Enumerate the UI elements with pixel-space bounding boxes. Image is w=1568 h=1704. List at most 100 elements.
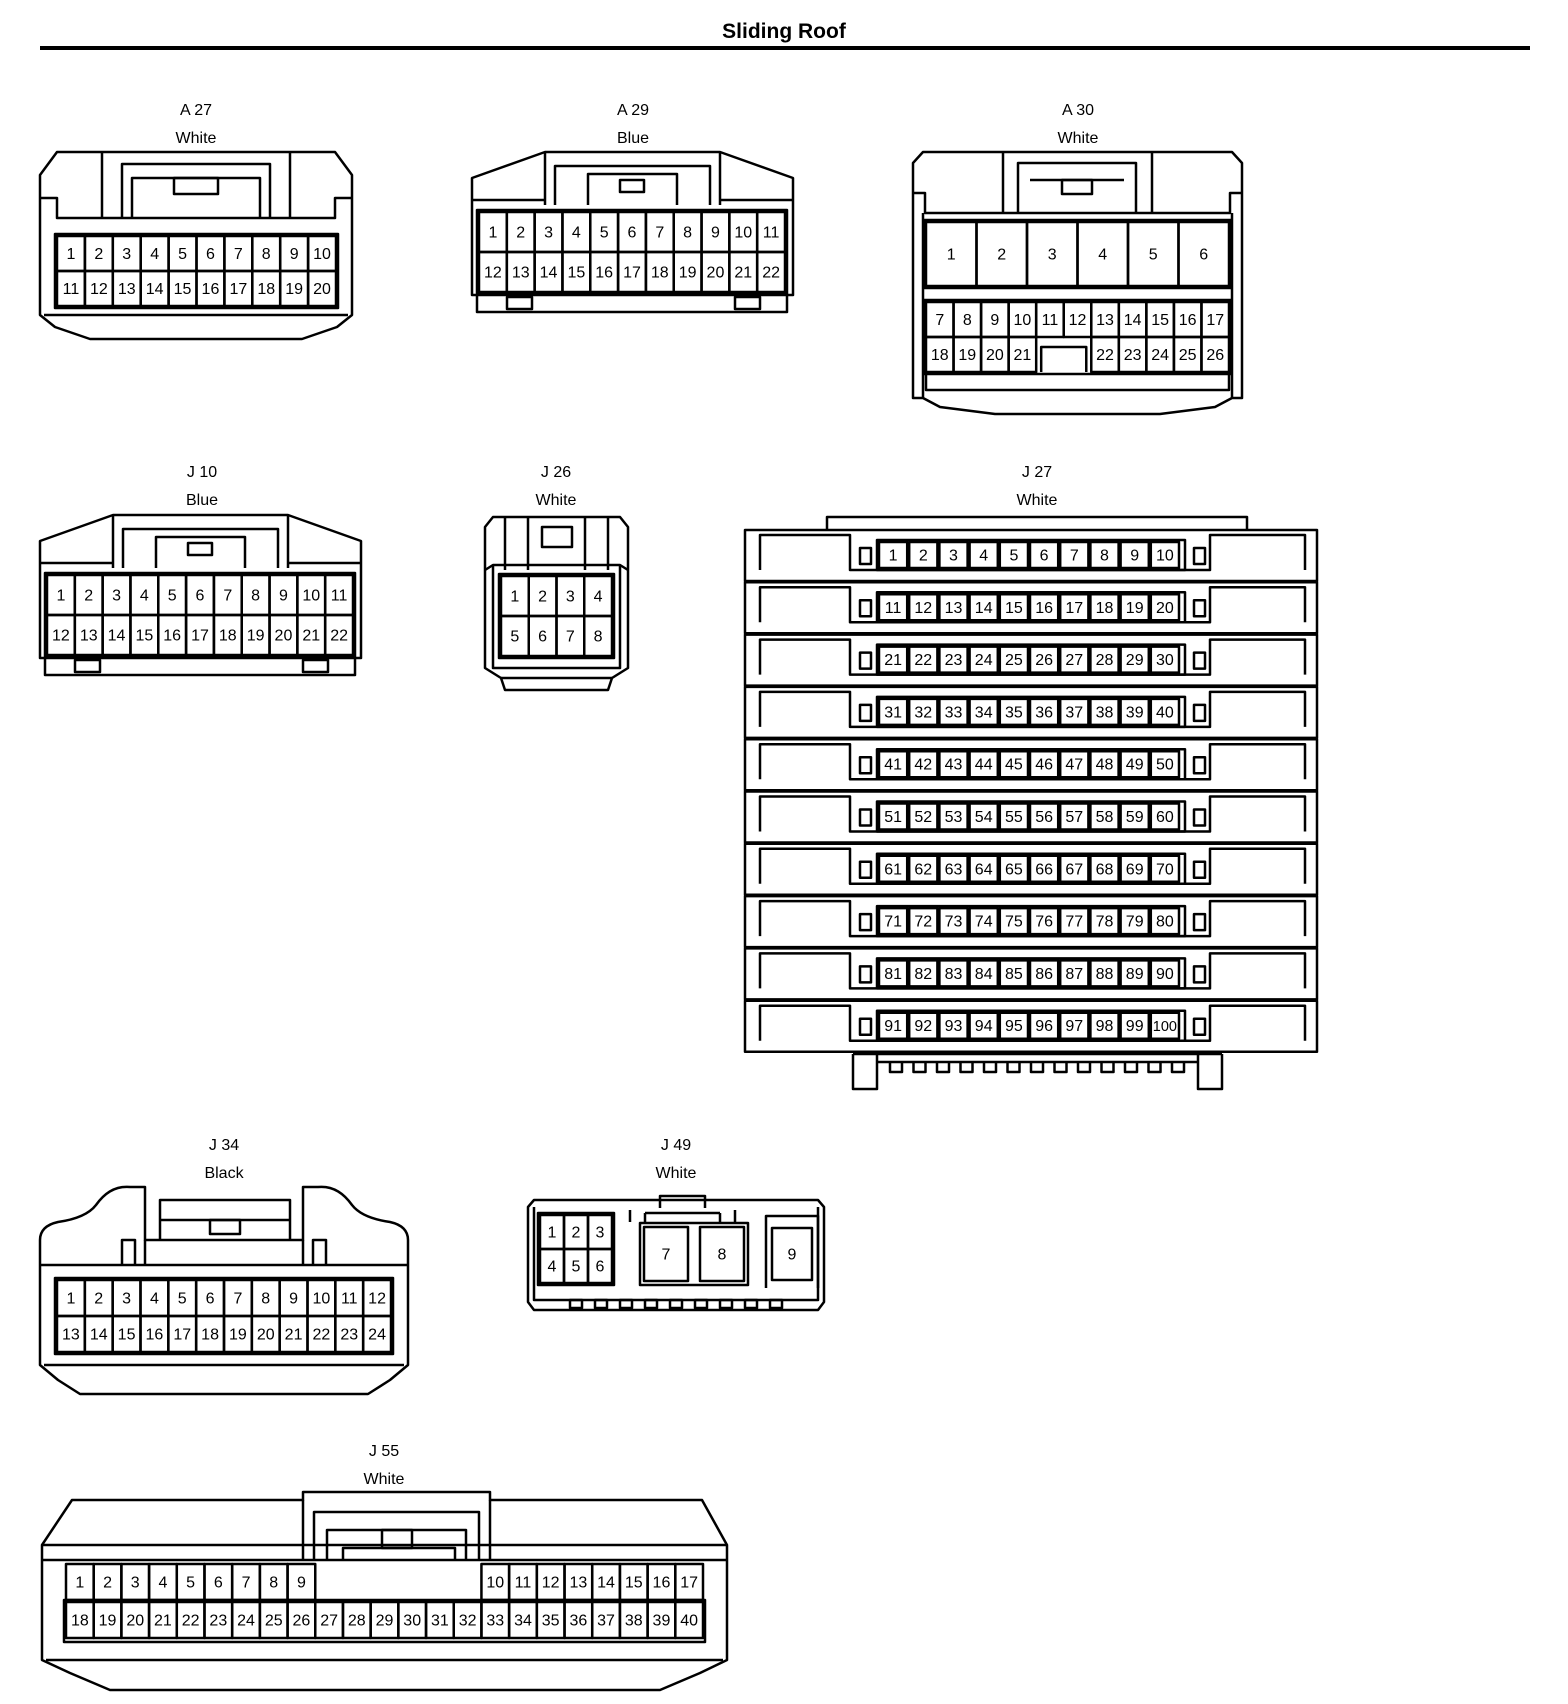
pin-number: 31 [431,1613,449,1630]
pin-box [1089,959,1120,988]
pin-cell: 52 [907,802,939,831]
pin-number: 56 [1035,809,1053,826]
pin-cell: 6 [195,234,226,273]
pin-cell: 15 [1145,300,1176,339]
pin-cell: 23 [203,1600,234,1640]
pin-cell: 19 [222,1314,254,1354]
pin-number: 3 [122,1291,131,1308]
pin-number: 2 [103,1575,112,1592]
pin-cell: 35 [535,1600,566,1640]
pin-number: 14 [597,1575,615,1592]
pin-number: 1 [488,225,497,242]
pin-cell: 27 [1058,645,1090,674]
pin-number: 4 [140,588,149,605]
pin-number: 73 [945,914,963,931]
pin-cell: 13 [505,250,536,294]
pin-cell: 95 [998,1011,1030,1040]
pin-box [1149,802,1181,831]
pin-number: 14 [90,1327,108,1344]
pin-box [938,593,969,622]
pin-cell: 51 [877,802,909,831]
pin-cell: 6 [1177,220,1231,288]
pin-cell: 7 [555,614,586,658]
pin-number: 19 [958,347,976,364]
pin-cell: 8 [1089,540,1120,570]
pin-cell: 25 [998,645,1030,674]
pin-cell: 7 [223,234,254,273]
pin-number: 100 [1153,1019,1177,1035]
pin-cell: 56 [1028,802,1060,831]
pin-cell: 7 [230,1562,262,1602]
pin-number: 9 [788,1247,797,1264]
connector-color: White [656,1165,697,1182]
pin-number: 71 [884,914,902,931]
pin-number: 21 [884,652,902,669]
pin-number: 20 [257,1327,275,1344]
pin-number: 31 [884,704,902,721]
pin-number: 19 [229,1327,247,1344]
pin-box [938,854,969,884]
pin-cell: 13 [1090,300,1121,339]
pin-box [674,1600,705,1640]
pin-number: 21 [154,1613,172,1630]
pin-number: 10 [1014,312,1032,329]
pin-box [1028,540,1060,570]
pin-cell: 60 [1149,802,1181,831]
pin-cell: 6 [616,210,648,254]
pin-number: 19 [285,281,303,298]
pin-cell: 14 [533,250,564,294]
pin-cell: 14 [101,613,132,657]
pin-box [1028,749,1060,779]
pin-number: 8 [594,629,603,646]
latch-slot [858,860,873,880]
pin-cell: 67 [1058,854,1090,884]
pin-box [998,593,1030,622]
pin-number: 7 [223,588,232,605]
pin-cell: 16 [646,1562,677,1602]
pin-cell: 4 [1076,220,1130,288]
latch-slot [1192,1017,1207,1036]
pin-cell: 20 [700,250,731,294]
pin-cell: 17 [223,269,254,308]
pin-cell: 5 [175,1562,206,1602]
pin-number: 61 [884,861,902,878]
pin-number: 86 [1035,966,1053,983]
pin-box [938,697,969,727]
connector-id: J 26 [541,464,571,481]
pin-cell: 89 [1119,959,1151,988]
pin-cell: 4 [147,1562,179,1602]
pin-cell: 54 [968,802,1000,831]
pin-number: 4 [1098,247,1107,264]
pin-number: 26 [293,1613,311,1630]
pin-number: 25 [1179,347,1197,364]
pin-cell: 64 [968,854,1000,884]
pin-number: 18 [219,628,237,645]
pin-number: 75 [1005,914,1023,931]
pin-box [1089,697,1120,727]
pin-cell: 79 [1119,906,1151,936]
pin-box [877,1011,909,1040]
pin-box [907,1011,939,1040]
pin-number: 36 [569,1613,587,1630]
pin-cell: 58 [1089,802,1120,831]
pin-cell: 24 [361,1314,393,1354]
pin-cell: 32 [452,1600,483,1640]
pin-cell: 100 [1149,1011,1181,1040]
pin-number: 34 [975,704,993,721]
pin-number: 25 [1005,652,1023,669]
pin-cell: 6 [184,573,216,617]
pin-box [877,593,909,622]
pin-cell: 3 [555,574,586,618]
pin-cell: 12 [1062,300,1093,339]
pin-number: 21 [285,1327,303,1344]
pin-cell: 9 [770,1226,814,1282]
latch-slot [858,1017,873,1036]
pin-box [1028,645,1060,674]
pin-box [968,854,1000,884]
pin-box [907,540,939,570]
pin-number: 9 [990,312,999,329]
pin-number: 48 [1096,757,1114,774]
pin-number: 14 [1124,312,1142,329]
